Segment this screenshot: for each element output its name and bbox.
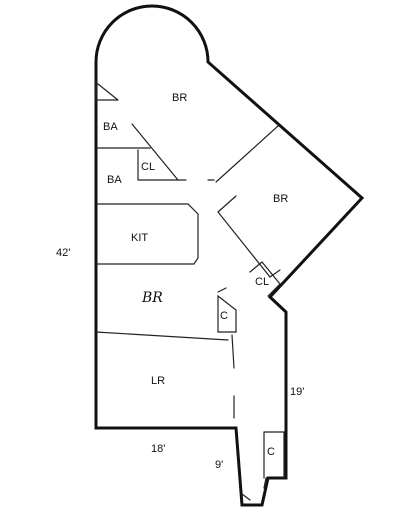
bath-diagonal (131, 123, 179, 181)
living-room-wall (95, 331, 235, 419)
closet-middle (217, 287, 237, 333)
room-label-cl-upper: CL (141, 161, 155, 173)
room-label-ba-lower: BA (107, 174, 122, 186)
dimension-entry: 9' (215, 459, 223, 471)
room-label-c-bottom: C (267, 446, 275, 458)
bedroom-right-wall (215, 125, 279, 183)
entry-lines (241, 477, 267, 501)
closet-right (249, 261, 281, 297)
bathroom-upper-wall (95, 80, 119, 101)
room-label-lr: LR (151, 375, 165, 387)
dimension-right-lower: 19' (290, 386, 304, 398)
room-label-cl-right: CL (255, 276, 269, 288)
kitchen-wall (95, 203, 199, 265)
dimension-width-bottom: 18' (151, 443, 165, 455)
room-label-ba-upper: BA (103, 121, 118, 133)
room-label-c-middle: C (220, 310, 228, 322)
room-label-br-handwritten: BR (141, 290, 163, 306)
closet-bottom (263, 431, 285, 479)
room-label-br-right: BR (273, 193, 288, 205)
closet-upper (137, 149, 177, 181)
room-label-br-top: BR (172, 92, 187, 104)
dimension-height-left: 42' (56, 247, 70, 259)
bedroom-right-lower (217, 195, 281, 278)
room-label-kit: KIT (131, 232, 148, 244)
exterior-wall (94, 4, 365, 507)
